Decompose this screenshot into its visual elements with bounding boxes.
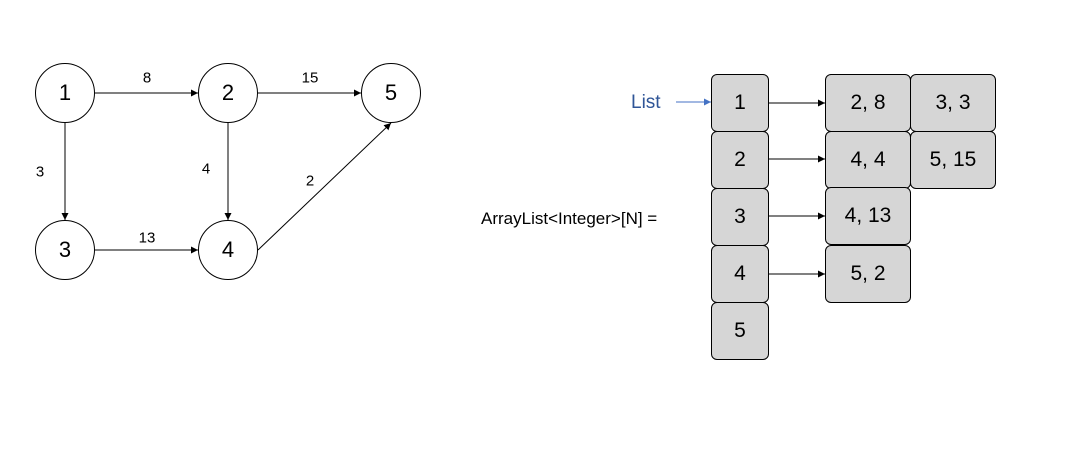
index-cell-3: 3 — [711, 188, 769, 246]
edge-weight-2-5: 15 — [301, 69, 319, 87]
index-cell-4: 4 — [711, 245, 769, 303]
graph-node-5: 5 — [361, 63, 421, 123]
edge-weight-2-4: 4 — [201, 160, 211, 178]
index-cell-1: 1 — [711, 74, 769, 132]
edge-weight-3-4: 13 — [138, 229, 156, 247]
list-label: List — [631, 92, 661, 113]
entry-cell-3-1: 4, 13 — [825, 187, 911, 245]
entry-cell-1-2: 3, 3 — [910, 74, 996, 132]
edge-weight-1-3: 3 — [35, 163, 45, 181]
graph-node-4: 4 — [198, 220, 258, 280]
array-declaration: ArrayList<Integer>[N] = — [481, 209, 658, 228]
edge-weight-1-2: 8 — [142, 69, 152, 87]
entry-cell-2-1: 4, 4 — [825, 131, 911, 189]
entry-cell-4-1: 5, 2 — [825, 245, 911, 303]
edge-4-5 — [257, 122, 392, 251]
graph-node-3: 3 — [35, 220, 95, 280]
graph-node-1: 1 — [35, 63, 95, 123]
entry-cell-2-2: 5, 15 — [910, 131, 996, 189]
graph-node-2: 2 — [198, 63, 258, 123]
index-cell-2: 2 — [711, 131, 769, 189]
entry-cell-1-1: 2, 8 — [825, 74, 911, 132]
edge-weight-4-5: 2 — [305, 172, 315, 190]
index-cell-5: 5 — [711, 302, 769, 360]
